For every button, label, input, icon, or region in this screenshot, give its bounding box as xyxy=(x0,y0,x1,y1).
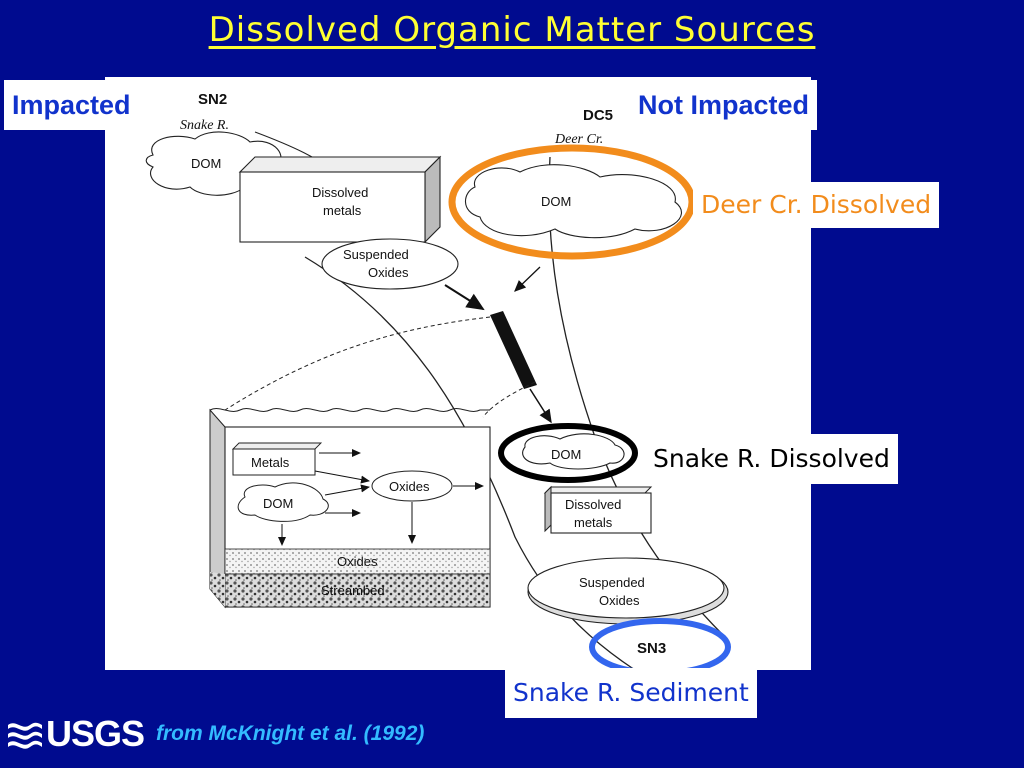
mid-box-line1: Dissolved xyxy=(565,497,621,512)
upper-box-top xyxy=(238,156,442,173)
snake-dissolved-ring xyxy=(498,423,638,483)
usgs-logo: USGS xyxy=(8,712,145,756)
not-impacted-label: Not Impacted xyxy=(630,80,818,130)
dc5-dom-label: DOM xyxy=(541,194,571,209)
citation: from McKnight et al. (1992) xyxy=(156,722,425,745)
inset-oxides-layer-label: Oxides xyxy=(337,554,378,569)
usgs-logo-text: USGS xyxy=(46,713,145,754)
slide-title: Dissolved Organic Matter Sources xyxy=(208,10,816,50)
streambed-inset: Metals DOM Oxides Oxides Streambed xyxy=(209,408,491,609)
upper-box-line2: metals xyxy=(323,203,362,218)
sn3-code: SN3 xyxy=(637,640,666,657)
suspended-oxides-upper xyxy=(321,238,459,290)
river-channel xyxy=(304,256,636,670)
upper-oxides-line1: Suspended xyxy=(343,247,409,262)
arrow-to-mid-dom xyxy=(529,388,552,424)
upper-box-side xyxy=(424,155,441,244)
inset-streambed-label: Streambed xyxy=(321,583,385,598)
sn2-dom-label: DOM xyxy=(191,156,221,171)
arrow-oxides-to-confluence xyxy=(444,284,485,311)
inset-dom: DOM xyxy=(263,496,293,511)
inset-oxides: Oxides xyxy=(389,479,430,494)
upper-box-line1: Dissolved xyxy=(312,185,368,200)
arrow-deer-to-confluence xyxy=(514,266,541,292)
dissolved-metals-box-upper xyxy=(239,171,426,243)
snake-sediment-label: Snake R. Sediment xyxy=(505,668,757,718)
mid-dom-cloud xyxy=(522,433,625,470)
sn2-name: Snake R. xyxy=(180,118,229,133)
deer-dissolved-ring xyxy=(448,144,696,260)
diagram-panel: SN2 Snake R. DOM Dissolved metals Suspen… xyxy=(105,77,811,670)
inset-dash-left xyxy=(224,316,491,411)
dc5-dom-cloud xyxy=(464,164,682,239)
inset-dash-right xyxy=(482,381,536,418)
dc5-name: Deer Cr. xyxy=(554,132,603,147)
dom-sources-diagram: SN2 Snake R. DOM Dissolved metals Suspen… xyxy=(145,91,731,670)
usgs-wave-icon xyxy=(8,722,42,749)
sn2-code: SN2 xyxy=(198,91,227,108)
inset-metals: Metals xyxy=(251,455,290,470)
dissolved-metals-box-mid xyxy=(550,492,652,534)
lower-oxides-line2: Oxides xyxy=(599,593,640,608)
oxides-layer xyxy=(224,548,491,575)
deer-dissolved-label: Deer Cr. Dissolved xyxy=(693,182,940,228)
confluence-bar xyxy=(490,311,537,389)
snake-dissolved-label: Snake R. Dissolved xyxy=(645,434,898,484)
mid-dom-label: DOM xyxy=(551,447,581,462)
impacted-label: Impacted xyxy=(4,80,139,130)
lower-oxides-line1: Suspended xyxy=(579,575,645,590)
dc5-code: DC5 xyxy=(583,107,613,124)
upper-oxides-line2: Oxides xyxy=(368,265,409,280)
snake-sediment-ring xyxy=(589,618,731,670)
mid-box-line2: metals xyxy=(574,515,613,530)
suspended-oxides-lower xyxy=(527,557,725,619)
streambed-layer xyxy=(224,573,491,608)
